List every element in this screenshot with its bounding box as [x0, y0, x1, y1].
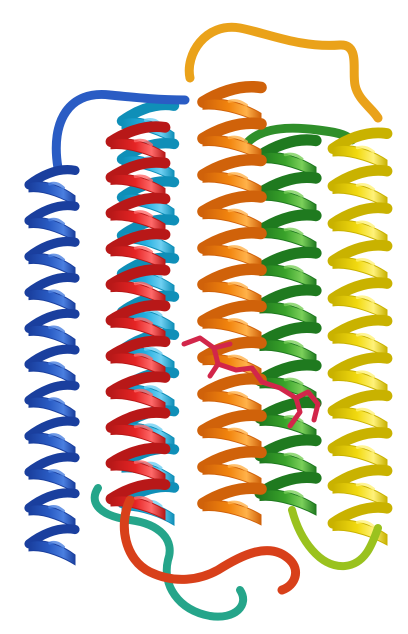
helix-1 [29, 170, 75, 565]
helix-6 [333, 133, 387, 545]
helix-front-ribbon [260, 490, 316, 515]
helix-front-ribbon [29, 541, 75, 565]
helix-4 [203, 87, 261, 525]
helix-5 [260, 140, 316, 515]
helix-front-ribbon [203, 500, 261, 524]
ligand-stick [210, 364, 218, 376]
